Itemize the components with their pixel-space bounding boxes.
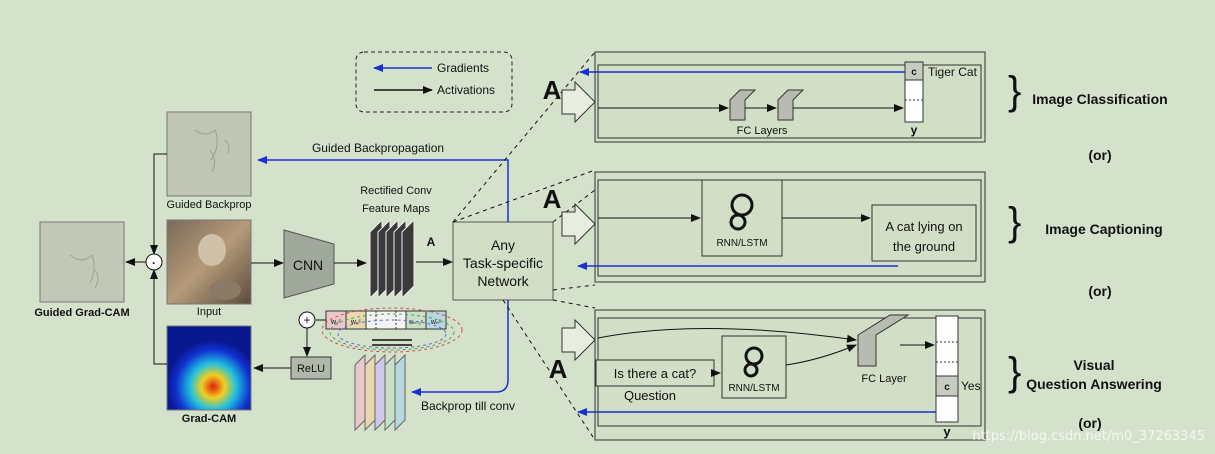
weights-row: w₁ᶜ w₂ᶜ wₙ₋₁ᶜ wₙᶜ [321,307,463,353]
or-label-1: (or) [1088,147,1111,163]
image-classification-label: Image Classification [1032,91,1167,107]
weight-n-cell [425,310,447,330]
vqa-a-label: A [549,354,568,384]
zoom-lines [452,51,596,441]
vqa-y-label: y [943,424,951,439]
vqa-c-label: c [944,382,950,393]
question-label: Question [624,388,676,403]
legend: Gradients Activations [355,51,513,113]
vqa-panel: A Is there a cat? Question RNN/LSTM FC L… [549,309,986,441]
guided-to-dot-arrow [150,153,167,255]
vqa-fc-layer [857,314,910,367]
vqa-side-label-2: Question Answering [1026,376,1162,392]
dot-symbol: · [152,256,156,270]
vqa-output-vector [935,315,959,423]
cat-shape [209,280,241,300]
fc-layers-label: FC Layers [737,125,788,137]
guided-grad-cam-texture [69,254,99,289]
question-text: Is there a cat? [614,366,696,381]
activation-a-label: A [427,235,436,249]
grad-cam-heatmap [166,325,252,411]
captioning-panel: A RNN/LSTM A cat lying on the ground [543,171,986,283]
tiger-cat-label: Tiger Cat [928,65,978,79]
relu-label: ReLU [297,363,325,375]
grad-cam-label: Grad-CAM [182,413,236,425]
task-network-box [452,221,554,301]
watermark: https://blog.csdn.net/m0_37263345 [972,429,1205,444]
guided-backpropagation-label: Guided Backpropagation [312,141,444,155]
cnn-label: CNN [293,257,323,273]
yes-label: Yes [961,379,981,393]
classification-a-label: A [543,75,562,105]
weight-n-label: wₙᶜ [430,319,442,326]
weight-2-label: w₂ᶜ [350,319,362,326]
caption-text-2: the ground [893,239,955,254]
network-label-2: Task-specific [463,255,543,271]
vqa-rnn-label: RNN/LSTM [728,383,779,394]
vqa-fc-layer-label: FC Layer [861,373,907,385]
backprop-till-conv-arrow [411,300,509,396]
caption-output-box [871,204,977,262]
yes-cell [935,375,959,397]
guided-grad-cam-image [39,221,125,303]
legend-activations-label: Activations [437,83,495,97]
fc-layer-1 [729,89,757,121]
vqa-input-arrow [561,318,596,362]
classification-c-label: c [911,67,917,78]
tiger-cat-cell [904,61,924,81]
weight-n1-label: wₙ₋₁ᶜ [408,320,423,326]
weight-1-label: w₁ᶜ [330,319,341,326]
captioning-brace: } [1008,200,1021,244]
network-label-1: Any [491,237,515,253]
legend-gradients-label: Gradients [437,61,489,75]
guided-grad-cam-label: Guided Grad-CAM [34,307,129,319]
feature-maps-stack [369,218,415,300]
vqa-side-label-1: Visual [1074,357,1115,373]
gradcam-to-dot-arrow [150,269,167,365]
dog-shape [198,234,226,266]
classification-y-label: y [911,123,918,137]
guided-backprop-image [166,111,252,197]
guided-backprop-texture [194,129,230,173]
classification-brace: } [1008,69,1021,113]
feature-maps-title-1: Rectified Conv [360,185,432,197]
classification-panel: A FC Layers c Tiger Cat y [543,51,986,143]
captioning-rnn-label: RNN/LSTM [716,238,767,249]
or-label-2: (or) [1088,283,1111,299]
captioning-a-label: A [543,184,562,214]
or-label-3: (or) [1078,415,1101,431]
network-label-3: Network [477,273,529,289]
guided-backprop-label: Guided Backprop [167,199,252,211]
classification-input-arrow [561,80,596,124]
input-label: Input [197,306,221,318]
caption-text-1: A cat lying on [885,219,962,234]
gradient-maps-stack [354,353,406,432]
vqa-brace: } [1008,350,1021,394]
sum-symbol: + [303,313,310,327]
captioning-input-arrow [561,202,596,246]
fc-layer-2 [777,89,805,121]
feature-maps-title-2: Feature Maps [362,203,430,215]
image-captioning-label: Image Captioning [1045,221,1162,237]
backprop-till-conv-label: Backprop till conv [421,399,515,413]
vqa-rnn-block [721,335,787,399]
cnn-block [283,229,335,299]
